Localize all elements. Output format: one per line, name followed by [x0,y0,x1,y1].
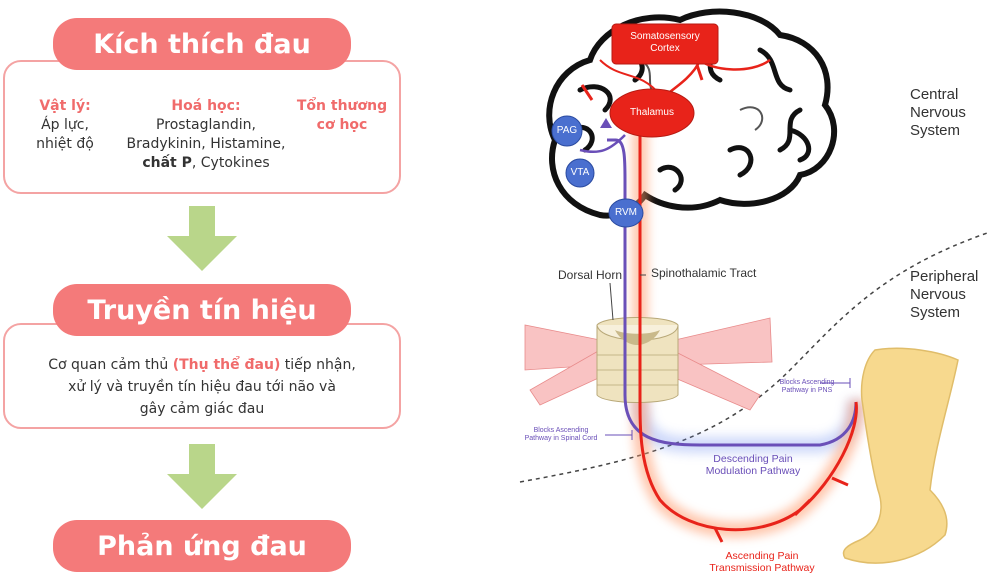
chemical-line: Bradykinin, Histamine, [126,136,286,152]
rvm-node [608,198,644,228]
peripheral-nervous-system-label: Peripheral Nervous System [910,268,978,322]
ascending-text: Ascending Pain [725,550,799,562]
nervous-text: Nervous [910,286,966,303]
rvm-label: RVM [614,207,638,218]
transmission-line-1: Cơ quan cảm thủ (Thụ thể đau) tiếp nhận, [5,354,399,376]
pag-label: PAG [556,125,578,136]
pain-pathway-diagram [519,8,991,564]
down-arrow-icon [167,444,237,509]
blocks-ascending-text: Blocks Ascending [533,427,589,434]
stimulus-title: Kích thích đau [53,18,351,70]
mechanical-column: Tổn thương cơ học [287,97,397,135]
transmission-box: Cơ quan cảm thủ (Thụ thể đau) tiếp nhận,… [3,323,401,429]
cns-pns-boundary [519,231,991,483]
mechanical-heading: cơ học [316,117,368,133]
vta-node [565,158,595,188]
spinothalamic-tract-label: Spinothalamic Tract [651,266,757,280]
down-arrow-icon [167,206,237,271]
transmission-text: Transmission Pathway [709,562,815,574]
thalamus-node [609,88,695,138]
physical-heading: Vật lý: [39,98,91,114]
somatosensory-label: Somatosensory Cortex [612,31,718,55]
blocks-ascending-text: Blocks Ascending [779,379,835,386]
modulation-text: Modulation Pathway [705,465,801,477]
physical-line: Áp lực, [41,117,89,133]
central-text: Central [910,86,959,103]
nervous-text: Nervous [910,104,966,121]
transmission-text: Cơ quan cảm thủ [48,357,173,373]
transmission-line-2: xử lý và truyền tín hiệu đau tới não và [68,379,336,395]
spinal-cord-section [596,317,679,403]
peripheral-text: Peripheral [910,268,979,285]
substance-p: chất P [142,155,192,171]
mechanical-heading: Tổn thương [296,98,388,114]
pathway-pns-text: Pathway in PNS [781,387,833,394]
chemical-line-last: chất P, Cytokines [113,154,299,173]
somatosensory-text: Somatosensory [630,31,700,42]
transmission-text: tiếp nhận, [280,357,356,373]
physical-column: Vật lý: Áp lực, nhiệt độ [9,97,121,154]
foot-illustration [842,347,959,564]
system-text: System [910,122,961,139]
descending-pathway-label: Descending Pain Modulation Pathway [693,453,813,477]
stimulus-box: Vật lý: Áp lực, nhiệt độ Hoá học: Prosta… [3,60,401,194]
spinal-nerve-fan [524,317,773,411]
descending-text: Descending Pain [713,453,793,465]
pag-node [551,115,583,147]
blocks-spinal-cord-label: Blocks Ascending Pathway in Spinal Cord [515,427,607,443]
transmission-title: Truyền tín hiệu [53,284,351,336]
thalamus-label: Thalamus [630,107,674,118]
vta-label: VTA [570,167,590,178]
pathway-block-marks [580,64,849,543]
receptor-highlight: (Thụ thể đau) [172,357,281,373]
chemical-heading: Hoá học: [171,98,241,114]
dorsal-horn-label: Dorsal Horn [558,268,623,282]
blocks-pns-label: Blocks Ascending Pathway in PNS [772,379,842,395]
chemical-line: Prostaglandin, [156,117,256,133]
pathway-spinal-text: Pathway in Spinal Cord [524,435,598,442]
transmission-line-3: gây cảm giác đau [139,401,265,417]
central-nervous-system-label: Central Nervous System [910,86,966,140]
ascending-pathway [638,120,858,532]
chemical-column: Hoá học: Prostaglandin, Bradykinin, Hist… [113,97,299,173]
response-title: Phản ứng đau [53,520,351,572]
cortex-text: Cortex [650,43,680,54]
somatosensory-cortex-node [611,23,719,65]
system-text: System [910,304,961,321]
ascending-pathway-label: Ascending Pain Transmission Pathway [697,550,827,574]
cytokines-text: , Cytokines [191,155,270,171]
descending-pathway [607,138,858,447]
physical-line: nhiệt độ [36,136,94,152]
